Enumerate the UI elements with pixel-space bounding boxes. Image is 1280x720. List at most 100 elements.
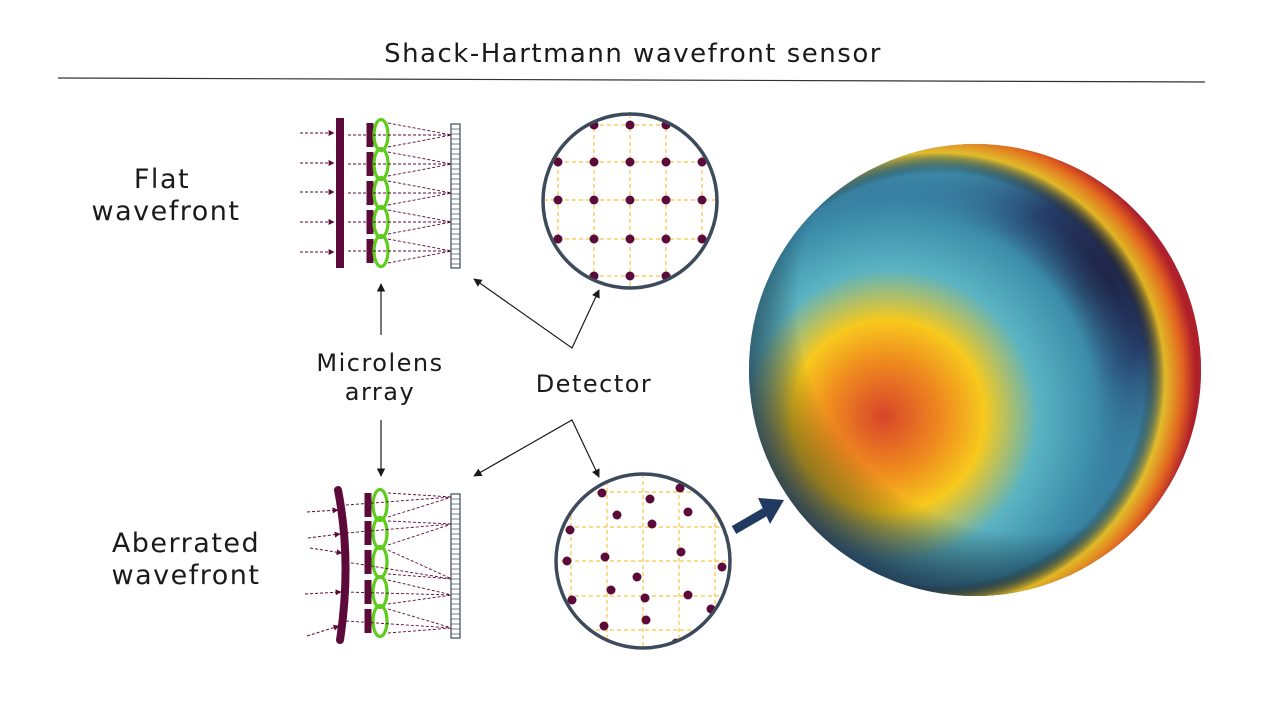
focus-ray	[387, 520, 453, 525]
focal-spot	[625, 157, 635, 167]
flat-incoming-rays	[300, 130, 335, 255]
focal-spot	[683, 590, 693, 600]
aberrated-focus-rays	[345, 492, 453, 634]
focal-spot	[567, 595, 577, 605]
flat-wavefront-label-line2: wavefront	[92, 196, 241, 227]
focal-spot	[645, 494, 655, 504]
focal-spot	[661, 195, 671, 205]
incoming-ray	[306, 507, 339, 514]
incoming-ray	[306, 624, 340, 637]
focal-spot	[589, 234, 599, 244]
focal-spot	[625, 195, 635, 205]
page-title: Shack-Hartmann wavefront sensor	[384, 39, 882, 69]
focal-spot	[599, 621, 609, 631]
aberrated-spot-pattern	[554, 472, 732, 650]
aberrated-spot-circle-border	[554, 472, 732, 650]
focus-ray	[387, 579, 453, 596]
focal-spot	[553, 195, 563, 205]
aberrated-detector-bar	[450, 493, 461, 639]
focal-spot	[661, 157, 671, 167]
focal-spot	[697, 120, 707, 130]
detector-frame	[450, 493, 461, 639]
focal-spot	[625, 234, 635, 244]
focus-ray	[387, 134, 453, 148]
focus-ray	[387, 573, 453, 580]
flat-focus-rays	[348, 122, 453, 264]
focal-spot	[600, 552, 610, 562]
focal-spot	[697, 234, 707, 244]
focal-spot	[717, 562, 727, 572]
focal-spot	[553, 271, 563, 281]
focus-ray	[387, 608, 453, 629]
flat-optics-group	[300, 117, 461, 269]
focal-spot	[589, 157, 599, 167]
focus-ray	[387, 238, 453, 252]
aberrated-wavefront-label-line2: wavefront	[112, 560, 261, 591]
focal-spot	[606, 585, 616, 595]
focal-spot	[697, 195, 707, 205]
focal-spot	[697, 157, 707, 167]
detector-label: Detector	[536, 370, 653, 398]
focus-ray	[387, 492, 453, 498]
aperture-segment	[364, 550, 372, 574]
focal-spot	[632, 572, 642, 582]
aperture-segment	[364, 609, 372, 633]
flat-spot-circle-border	[541, 112, 719, 290]
focus-ray	[387, 163, 453, 177]
focus-ray	[345, 561, 453, 580]
aperture-segment	[364, 521, 372, 545]
incoming-ray	[307, 531, 341, 539]
focal-spot	[562, 556, 572, 566]
focus-ray	[387, 549, 453, 580]
focal-spot	[697, 271, 707, 281]
focus-ray	[387, 180, 453, 194]
flat-detector-bar	[450, 123, 461, 269]
flat-spot-pattern	[541, 112, 719, 290]
detector-arrow-bottom	[473, 419, 600, 478]
focus-ray	[387, 250, 453, 264]
microlens	[371, 603, 389, 639]
focus-ray	[345, 591, 453, 596]
focal-spot	[625, 271, 635, 281]
focal-spot	[640, 593, 650, 603]
aperture-segment	[364, 580, 372, 604]
focus-ray	[387, 192, 453, 206]
focal-spot	[641, 615, 651, 625]
microlens	[371, 574, 389, 610]
focus-ray	[387, 122, 453, 136]
focus-ray	[345, 620, 453, 629]
focal-spot	[565, 525, 575, 535]
focus-ray	[387, 627, 453, 634]
focus-ray	[387, 151, 453, 165]
detector-frame	[450, 123, 461, 269]
focal-spot	[612, 510, 622, 520]
microlens-label-line2: array	[345, 378, 415, 406]
focal-spot	[553, 120, 563, 130]
incoming-ray	[309, 547, 343, 556]
focal-spot	[553, 234, 563, 244]
aberrated-wavefront-label-line1: Aberrated	[112, 528, 260, 559]
focal-spot	[647, 519, 657, 529]
wavefront-heatmap	[749, 144, 1201, 596]
title-divider	[57, 77, 1206, 83]
focal-spot	[661, 234, 671, 244]
focus-ray	[345, 496, 453, 506]
focus-ray	[387, 221, 453, 235]
aberrated-aperture-segments	[364, 493, 372, 633]
flat-wavefront-plate	[336, 118, 344, 268]
focal-spot	[553, 157, 563, 167]
aberrated-incoming-rays	[304, 507, 343, 637]
focal-spot	[625, 120, 635, 130]
focus-ray	[345, 523, 453, 534]
aberrated-optics-group	[304, 486, 461, 644]
flat-wavefront-label-line1: Flat	[134, 164, 190, 195]
reconstruction-arrow	[731, 498, 784, 534]
focal-spot	[597, 488, 607, 498]
detector-arrow-top	[473, 278, 600, 349]
microlens-label-line1: Microlens	[316, 349, 443, 377]
focus-ray	[387, 496, 453, 518]
microlens	[371, 515, 389, 551]
focal-spot	[683, 507, 693, 517]
focus-ray	[387, 594, 453, 605]
